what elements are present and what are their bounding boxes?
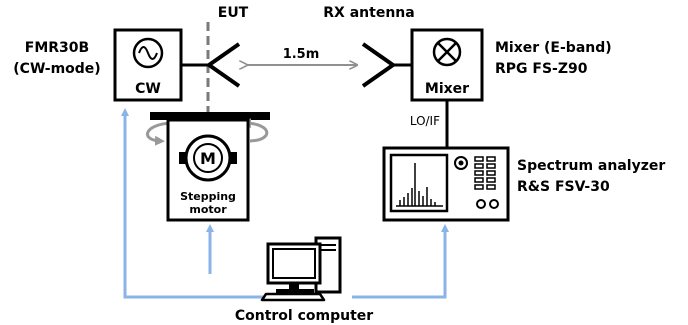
computer-icon bbox=[260, 236, 342, 302]
signal-generator-mode: (CW-mode) bbox=[13, 61, 100, 77]
mixer-icon bbox=[432, 37, 462, 67]
spectrum-analyzer bbox=[382, 146, 510, 222]
control-links bbox=[121, 108, 449, 299]
lo-if-label: LO/IF bbox=[410, 114, 440, 128]
analyzer-port-icon bbox=[476, 199, 499, 209]
mixer-box-label: Mixer bbox=[425, 81, 469, 97]
signal-generator: CW bbox=[113, 28, 183, 102]
eut-antenna-icon bbox=[205, 42, 241, 88]
rx-antenna-icon bbox=[361, 42, 397, 88]
control-link-to-analyzer bbox=[352, 224, 449, 299]
mixer-model: RPG FS-Z90 bbox=[495, 61, 588, 77]
eut-label: EUT bbox=[218, 5, 249, 21]
spectrum-trace bbox=[399, 163, 436, 206]
motor-symbol: M bbox=[200, 149, 216, 168]
analyzer-screen bbox=[389, 153, 449, 213]
cw-label: CW bbox=[135, 81, 161, 97]
turntable bbox=[146, 112, 270, 146]
motor-icon: M bbox=[179, 134, 237, 182]
analyzer-keypad bbox=[474, 156, 496, 190]
mixer-name: Mixer (E-band) bbox=[495, 40, 612, 56]
control-link-to-generator bbox=[121, 108, 300, 299]
motor-label-line1: Stepping bbox=[180, 190, 236, 203]
rotation-arrow-left bbox=[146, 121, 173, 146]
rx-antenna-label: RX antenna bbox=[323, 5, 414, 21]
analyzer-name: Spectrum analyzer bbox=[517, 158, 665, 174]
sine-source-icon bbox=[132, 37, 164, 69]
motor-label-line2: motor bbox=[189, 203, 227, 216]
distance-label: 1.5m bbox=[283, 47, 320, 62]
control-computer-label: Control computer bbox=[235, 308, 373, 324]
analyzer-model: R&S FSV-30 bbox=[517, 179, 610, 195]
analyzer-knob-icon bbox=[454, 156, 468, 170]
rotation-arrow-right bbox=[241, 118, 269, 143]
mixer: Mixer bbox=[410, 28, 484, 102]
stepping-motor: M Stepping motor bbox=[166, 118, 250, 222]
signal-generator-name: FMR30B bbox=[25, 40, 89, 56]
